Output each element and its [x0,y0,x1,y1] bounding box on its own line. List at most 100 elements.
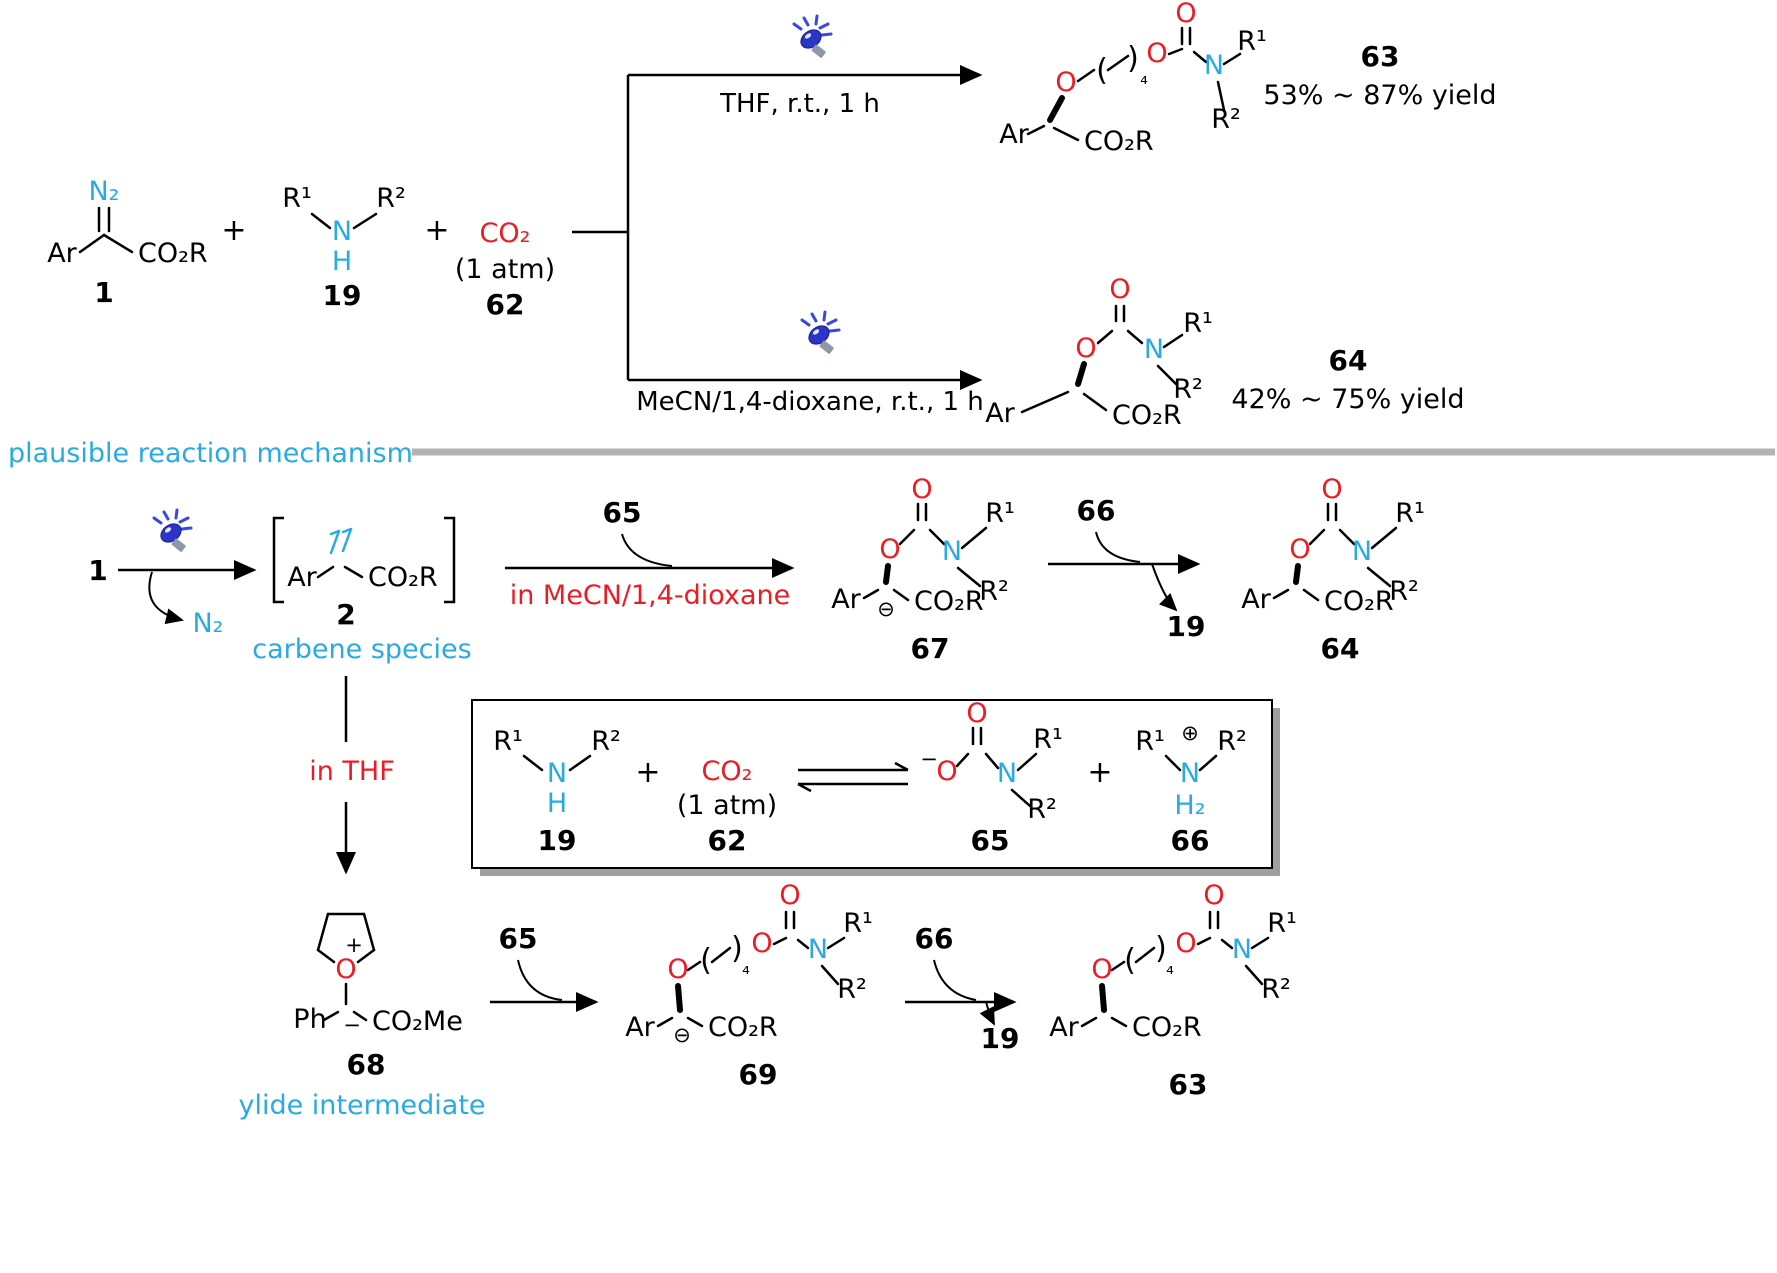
ylide-caption: ylide intermediate [238,1090,485,1121]
step-69-to-63: 66 19 [905,922,1019,1055]
compound-1-bonds [78,206,134,254]
atom-r1: R¹ [282,183,312,214]
atom-h2: H₂ [1174,790,1205,821]
atom-co2r: CO₂R [368,562,438,593]
atom-n2: N₂ [88,176,119,207]
atom-ar: Ar [1241,584,1271,615]
equilibrium-box: R¹ R² N H 19 + CO₂ (1 atm) 62 [471,698,1280,876]
conditions-top: THF, r.t., 1 h [719,89,880,119]
atom-r1: R¹ [1237,26,1267,57]
compound-1: N₂ Ar CO₂R 1 [47,176,207,309]
product-64-bonds [1020,304,1184,414]
box-65-number: 65 [971,824,1010,857]
amine-19-box-bonds [522,754,592,772]
compound-64-mech-bonds [1272,502,1398,602]
atom-ph: Ph [293,1004,326,1035]
amine-19-box: R¹ R² N H 19 [493,726,621,857]
compound-63-bottom: O ( ) ₄ O O N R¹ R² Ar CO₂R 63 [1049,880,1297,1101]
atom-o-carbonyl: O [1203,880,1224,911]
atom-r1: R¹ [493,726,523,757]
co2-formula: CO₂ [702,756,753,787]
atom-h: H [332,246,352,277]
atom-co2r: CO₂R [1324,586,1394,617]
reagent-66-label: 66 [1077,494,1116,527]
box-66-number: 66 [1171,824,1210,857]
atom-o-ester: O [879,534,900,565]
compound-1-number: 1 [94,276,113,309]
equilibrium-arrow-left [797,782,908,793]
atom-r2: R² [837,974,867,1005]
chain-paren-left: ( [1124,943,1136,978]
atom-r2: R² [591,726,621,757]
atom-n: N [1352,536,1372,567]
atom-n: N [997,758,1017,789]
atom-r2: R² [1027,794,1057,825]
atom-r1: R¹ [1183,308,1213,339]
compound-63-bottom-bonds [1080,910,1270,1028]
plus-sign: + [424,213,449,248]
chain-paren-right: ) [731,931,743,966]
ylide-68-bonds [316,912,376,1022]
start-compound-number: 1 [88,554,107,587]
atom-r2: R² [1211,104,1241,135]
atom-n: N [547,758,567,789]
atom-o-carbonyl: O [911,474,932,505]
chain-paren-left: ( [700,943,712,978]
amine-19-bonds [310,212,378,230]
atom-co2r: CO₂R [914,586,984,617]
step-67-to-64: 66 19 [1048,494,1205,643]
atom-r1: R¹ [1267,908,1297,939]
compound-19-number: 19 [323,279,362,312]
atom-r1: R¹ [985,498,1015,529]
atom-r2: R² [1217,726,1247,757]
atom-r2: R² [1261,974,1291,1005]
atom-r1: R¹ [1395,498,1425,529]
n2-leaving-curve [148,571,184,625]
carbene-electron-arrow [329,529,341,555]
co2-pressure: (1 atm) [455,254,555,285]
compound-67: O O N R¹ R² Ar ⊖ CO₂R 67 [831,474,1015,665]
mechanism-section-title: plausible reaction mechanism [8,438,413,469]
leaving-19-curve [1151,563,1178,612]
led-light-icon [152,508,193,554]
led-light-icon [792,14,833,60]
carbamate-minus-charge: − [920,747,938,771]
atom-r2: R² [1173,374,1203,405]
carbamate-65: O − O N R¹ R² 65 [920,698,1063,857]
co2-formula: CO₂ [480,218,531,249]
product-64: O O N R¹ R² Ar CO₂R 64 42% ~ 75% yield [985,274,1464,431]
box-19-number: 19 [538,824,577,857]
atom-o-ether1: O [1091,954,1112,985]
atom-o-ester: O [1075,333,1096,364]
leaving-19-label: 19 [1167,610,1206,643]
atom-n: N [1232,934,1252,965]
reagent-65-curve [517,959,563,1001]
atom-n: N [332,216,352,247]
co2-62: CO₂ (1 atm) 62 [455,218,555,321]
atom-ar: Ar [999,119,1029,150]
atom-h: H [547,788,567,819]
oxonium-plus-charge: + [345,933,363,957]
reagent-65-label: 65 [499,922,538,955]
branch-arrows: THF, r.t., 1 h MeCN/1,4-dioxane, r.t., 1… [572,14,984,417]
leaving-19-label: 19 [981,1022,1020,1055]
equilibrium-arrow-right [798,761,909,772]
plus-sign: + [635,755,660,790]
plus-sign: + [1087,755,1112,790]
leaving-19-curve [979,1001,995,1026]
atom-n: N [1144,334,1164,365]
atom-ar: Ar [625,1012,655,1043]
equilibrium-arrows [797,761,909,793]
carbene-caption: carbene species [252,634,471,665]
chain-paren-right: ) [1155,931,1167,966]
atom-ar: Ar [985,398,1015,429]
product-64-yield: 42% ~ 75% yield [1231,384,1464,415]
chain-paren-left: ( [1096,53,1108,88]
ammonium-66: R¹ ⊕ R² N H₂ 66 [1135,721,1247,857]
atom-o-carbonyl: O [966,698,987,729]
atom-n: N [1180,758,1200,789]
thf-path: in THF [309,676,395,875]
atom-r1: R¹ [843,908,873,939]
plus-sign: + [221,213,246,248]
